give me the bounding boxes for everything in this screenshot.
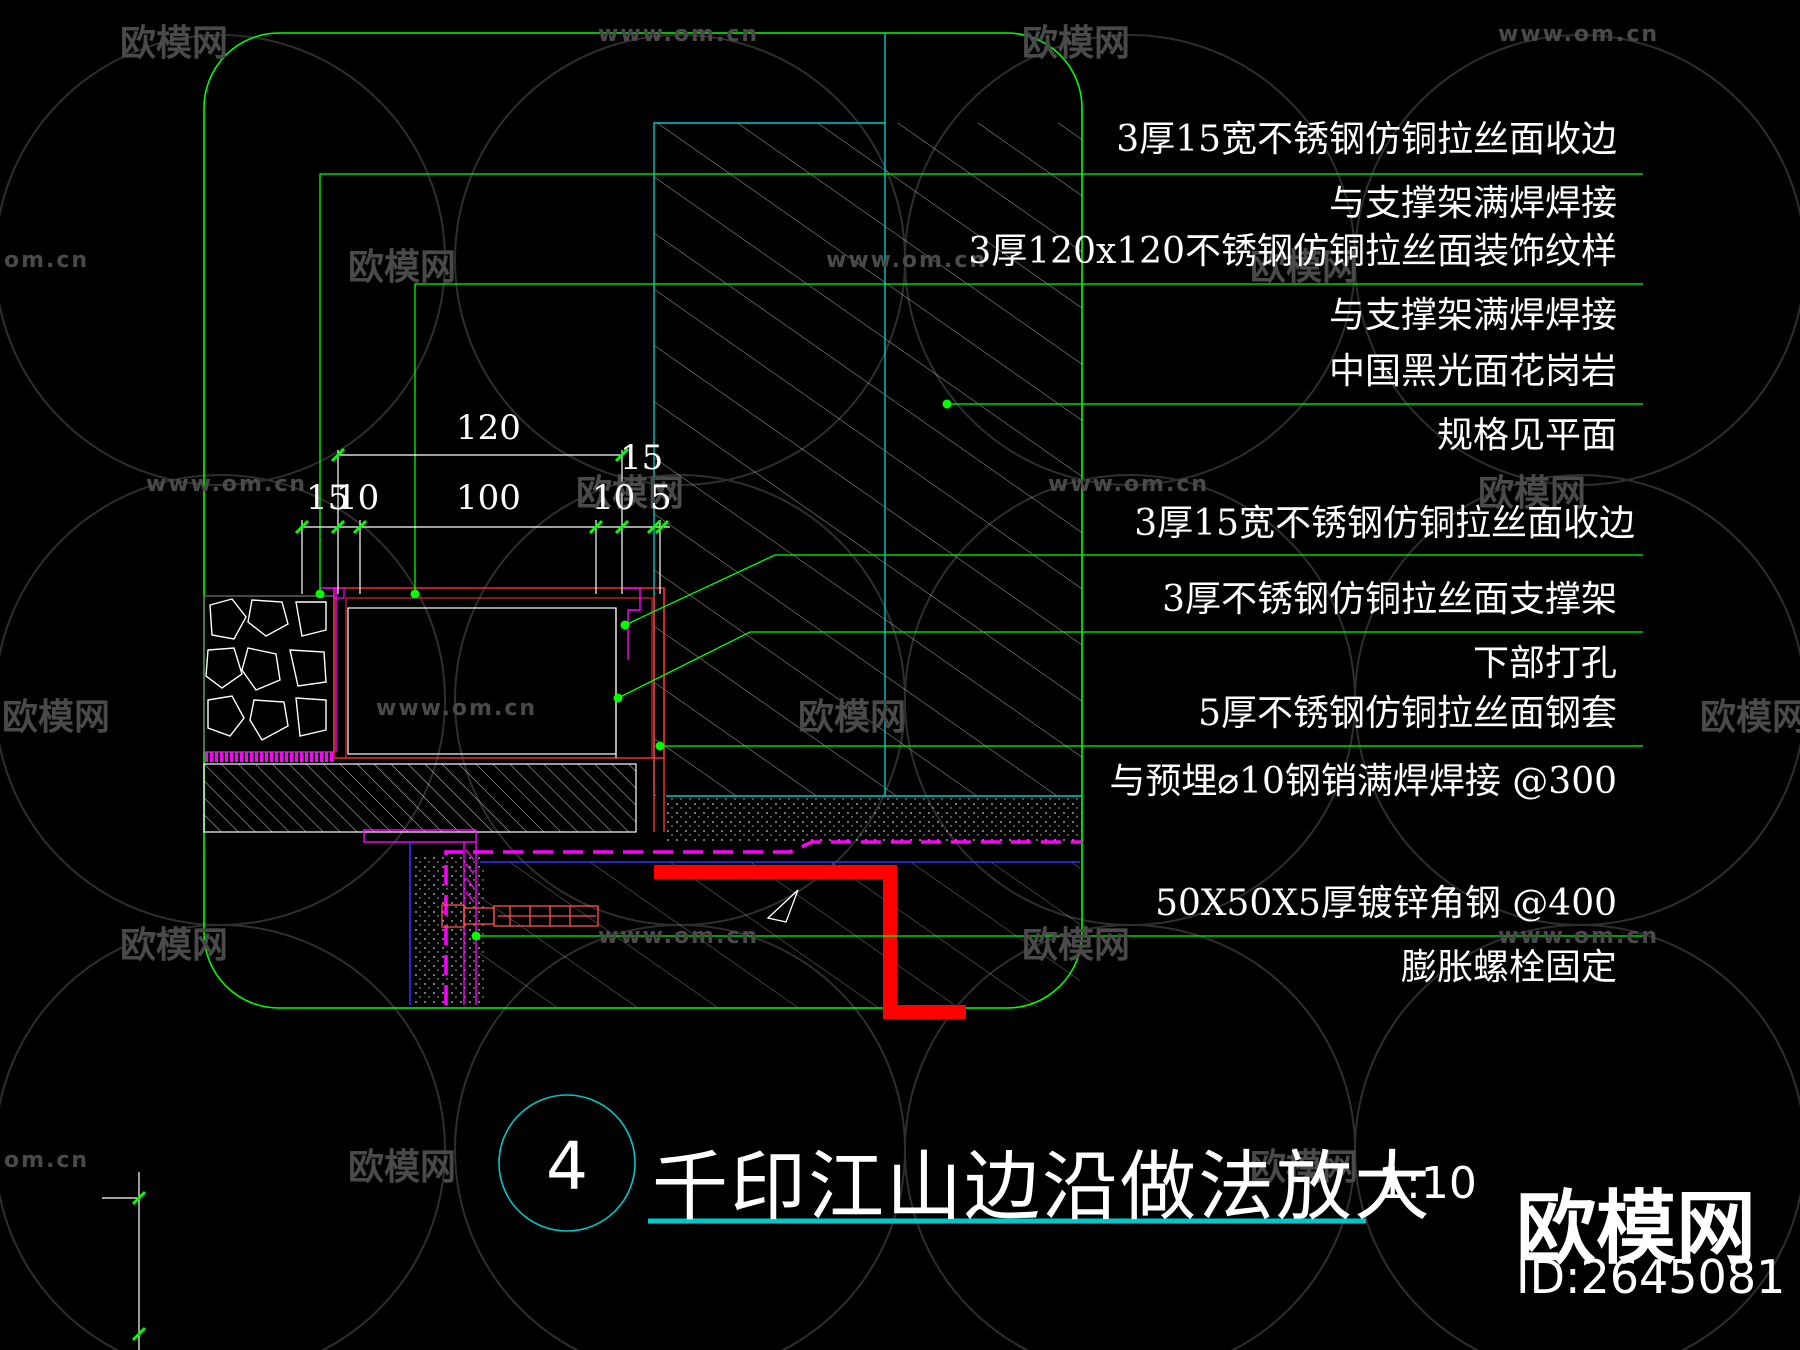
watermark-logo: 欧模网: [1250, 247, 1359, 288]
cobble-paving: [203, 595, 335, 753]
note-support-frame: 3厚不锈钢仿铜拉丝面支撑架: [1162, 579, 1617, 620]
note-black-granite: 中国黑光面花岗岩: [1328, 351, 1617, 392]
waterproof-strip: [204, 752, 334, 762]
watermark-logo: 欧模网: [576, 473, 685, 514]
watermark-logo: 欧模网: [348, 1147, 457, 1188]
detail-scale: 1:10: [1378, 1158, 1477, 1209]
note-edge-trim: 3厚15宽不锈钢仿铜拉丝面收边: [1134, 503, 1635, 544]
watermark-logo: 欧模网: [348, 247, 457, 288]
dimension-label-120: 120: [456, 408, 521, 448]
dimension-label-15: 15: [620, 438, 664, 478]
brand-logo: 欧模网: [1516, 1182, 1756, 1275]
watermark-url: www.om.cn: [376, 696, 538, 721]
note-weld-to-frame: 与支撑架满焊焊接: [1328, 183, 1617, 224]
watermark-logo: 欧模网: [1022, 23, 1131, 64]
note-decorative-pattern: 3厚120x120不锈钢仿铜拉丝面装饰纹样: [968, 231, 1617, 272]
note-angle-steel: 50X50X5厚镀锌角钢 @400: [1155, 883, 1617, 924]
watermark-url: www.om.cn: [598, 22, 760, 47]
watermark-url: om.cn: [4, 1148, 90, 1173]
note-edge-trim: 3厚15宽不锈钢仿铜拉丝面收边: [1116, 119, 1617, 160]
level-marker: [102, 1172, 147, 1350]
watermark-logo: 欧模网: [1250, 1147, 1359, 1188]
leader-dots: [315, 399, 952, 941]
watermark-logo: 欧模网: [1700, 697, 1800, 738]
watermark-logo: 欧模网: [120, 23, 229, 64]
note-expansion-bolt: 膨胀螺栓固定: [1400, 947, 1617, 988]
watermark-logo: 欧模网: [1022, 925, 1131, 966]
note-drill-holes: 下部打孔: [1472, 643, 1617, 684]
watermark-logo: 欧模网: [2, 697, 111, 738]
watermark-logo: 欧模网: [120, 925, 229, 966]
granite-slab: [653, 33, 1082, 797]
watermark-url: www.om.cn: [826, 248, 988, 273]
dimension-ticks: [294, 447, 670, 535]
title-circle: [498, 1094, 636, 1232]
expansion-bolt: [441, 904, 599, 928]
base-slab: [203, 763, 637, 833]
step-edge-red: [654, 865, 966, 1019]
watermark-url: www.om.cn: [1498, 22, 1660, 47]
watermark-url: www.om.cn: [1498, 924, 1660, 949]
leader-lines: [319, 173, 1643, 937]
detail-number: 4: [546, 1128, 588, 1205]
waterproof-line: [444, 840, 1082, 1005]
note-steel-pin-weld: 与预埋⌀10钢销满焊焊接 @300: [1109, 761, 1617, 802]
dimension-label-15: 15: [306, 478, 350, 518]
support-frame: [320, 587, 665, 832]
section-arrow: [766, 889, 799, 923]
watermark-url: www.om.cn: [598, 924, 760, 949]
watermark-logo: 欧模网: [798, 697, 907, 738]
note-weld-to-frame: 与支撑架满焊焊接: [1328, 295, 1617, 336]
dimension-label-5: 5: [650, 478, 672, 518]
dimension-label-100: 100: [456, 478, 521, 518]
watermark-url: om.cn: [4, 248, 90, 273]
detail-title: 千印江山边沿做法放大: [652, 1142, 1432, 1231]
watermark-url: www.om.cn: [1048, 472, 1210, 497]
mortar-layer: [412, 798, 1082, 1007]
note-spec-see-plan: 规格见平面: [1436, 415, 1617, 456]
dimension-label-10: 10: [336, 478, 380, 518]
watermark-logo: 欧模网: [1478, 473, 1587, 514]
dimension-label-10: 10: [592, 478, 636, 518]
note-steel-sleeve: 5厚不锈钢仿铜拉丝面钢套: [1198, 693, 1617, 734]
watermark-url: www.om.cn: [146, 472, 308, 497]
brand-id: ID:2645081: [1516, 1250, 1786, 1304]
